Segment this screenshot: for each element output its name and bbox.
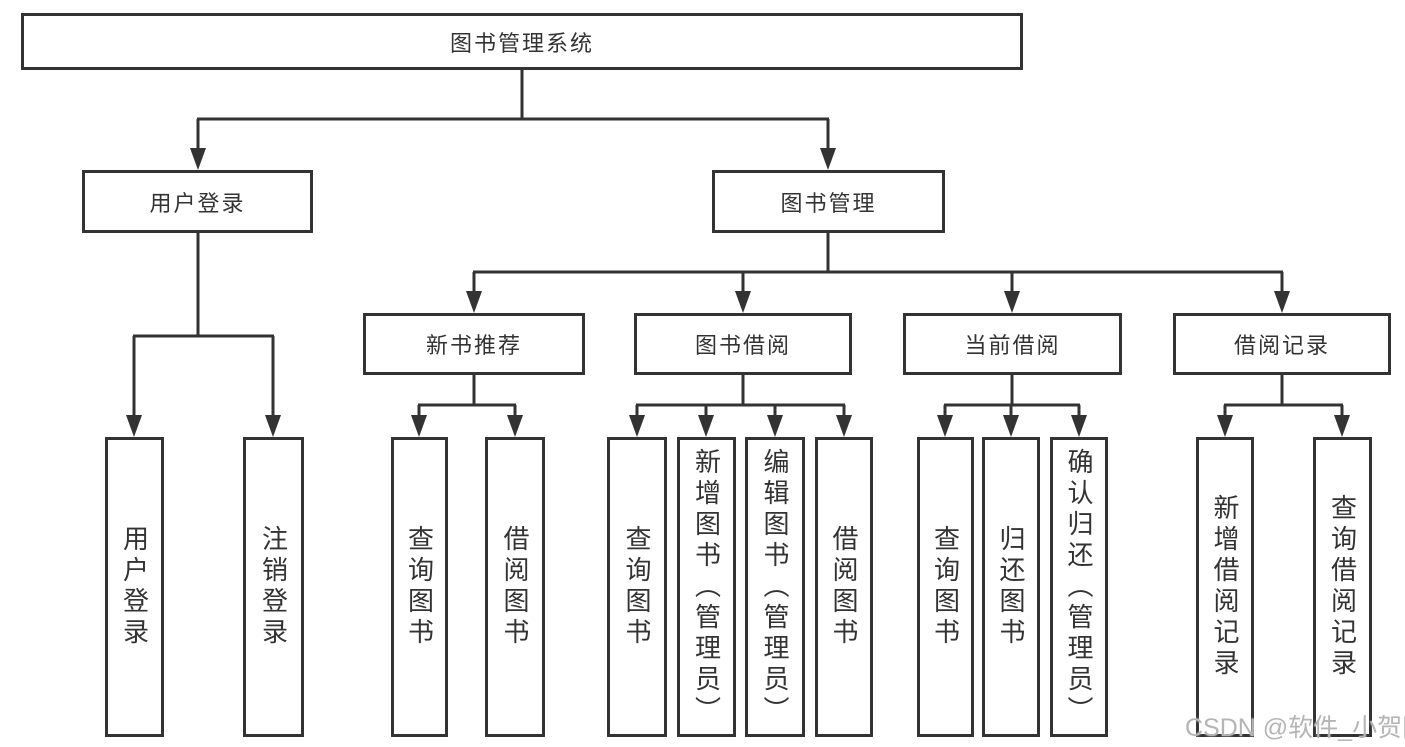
node-book-management-label: 图书管理: [780, 190, 877, 216]
leaf-newbook-borrow-books-label: 借阅图书: [500, 525, 530, 649]
node-new-book-recommend-label: 新书推荐: [425, 333, 522, 358]
edges-new-book-recommend-to-leaves: [411, 375, 523, 437]
leaf-borrow-edit-books-admin-label: 编辑图书（管理员）: [760, 447, 790, 727]
leaf-borrow-query-books-label: 查询图书: [622, 525, 652, 649]
leaf-current-query-books: 查询图书: [917, 437, 974, 737]
edges-root-to-level1: [190, 70, 836, 170]
node-user-login-label: 用户登录: [149, 190, 246, 216]
node-borrow-record: 借阅记录: [1173, 313, 1391, 375]
leaf-current-confirm-return-admin-label: 确认归还（管理员）: [1064, 447, 1094, 727]
node-book-management: 图书管理: [712, 170, 945, 233]
node-borrow-record-label: 借阅记录: [1233, 333, 1330, 358]
edges-borrow-record-to-leaves: [1217, 375, 1350, 437]
node-root-label: 图书管理系统: [449, 30, 594, 56]
leaf-current-confirm-return-admin: 确认归还（管理员）: [1050, 437, 1108, 737]
node-book-borrow-label: 图书借阅: [694, 333, 791, 358]
edges-book-management-to-level2: [466, 233, 1290, 313]
leaf-borrow-add-books-admin-label: 新增图书（管理员）: [691, 447, 722, 727]
leaf-current-return-books-label: 归还图书: [996, 525, 1026, 649]
leaf-borrow-query-books: 查询图书: [607, 437, 667, 737]
leaf-borrow-borrow-books-label: 借阅图书: [829, 525, 859, 649]
leaf-current-query-books-label: 查询图书: [930, 525, 961, 649]
leaf-borrow-borrow-books: 借阅图书: [815, 437, 873, 737]
leaf-user-login-label: 用户登录: [119, 525, 150, 649]
node-current-borrow: 当前借阅: [903, 313, 1122, 375]
leaf-logout-login-label: 注销登录: [258, 525, 289, 649]
edges-book-borrow-to-leaves: [629, 375, 852, 437]
leaf-current-return-books: 归还图书: [982, 437, 1040, 737]
leaf-record-add-borrow-record: 新增借阅记录: [1196, 437, 1254, 737]
leaf-newbook-borrow-books: 借阅图书: [485, 437, 545, 737]
node-new-book-recommend: 新书推荐: [363, 313, 585, 375]
leaf-newbook-query-books: 查询图书: [391, 437, 448, 737]
leaf-record-add-borrow-record-label: 新增借阅记录: [1210, 494, 1240, 680]
leaf-borrow-add-books-admin: 新增图书（管理员）: [677, 437, 736, 737]
node-current-borrow-label: 当前借阅: [964, 333, 1061, 358]
leaf-borrow-edit-books-admin: 编辑图书（管理员）: [745, 437, 805, 737]
leaf-newbook-query-books-label: 查询图书: [404, 525, 435, 649]
leaf-record-query-borrow-record-label: 查询借阅记录: [1327, 494, 1358, 680]
node-book-borrow: 图书借阅: [634, 313, 852, 375]
node-user-login: 用户登录: [82, 170, 313, 233]
leaf-record-query-borrow-record: 查询借阅记录: [1313, 437, 1372, 737]
csdn-watermark: CSDN @软件_小贺同学: [1185, 714, 1405, 742]
node-root: 图书管理系统: [21, 13, 1023, 70]
edges-user-login-to-leaves: [126, 233, 281, 437]
leaf-user-login: 用户登录: [105, 437, 164, 737]
leaf-logout-login: 注销登录: [243, 437, 304, 737]
edges-current-borrow-to-leaves: [937, 375, 1087, 437]
